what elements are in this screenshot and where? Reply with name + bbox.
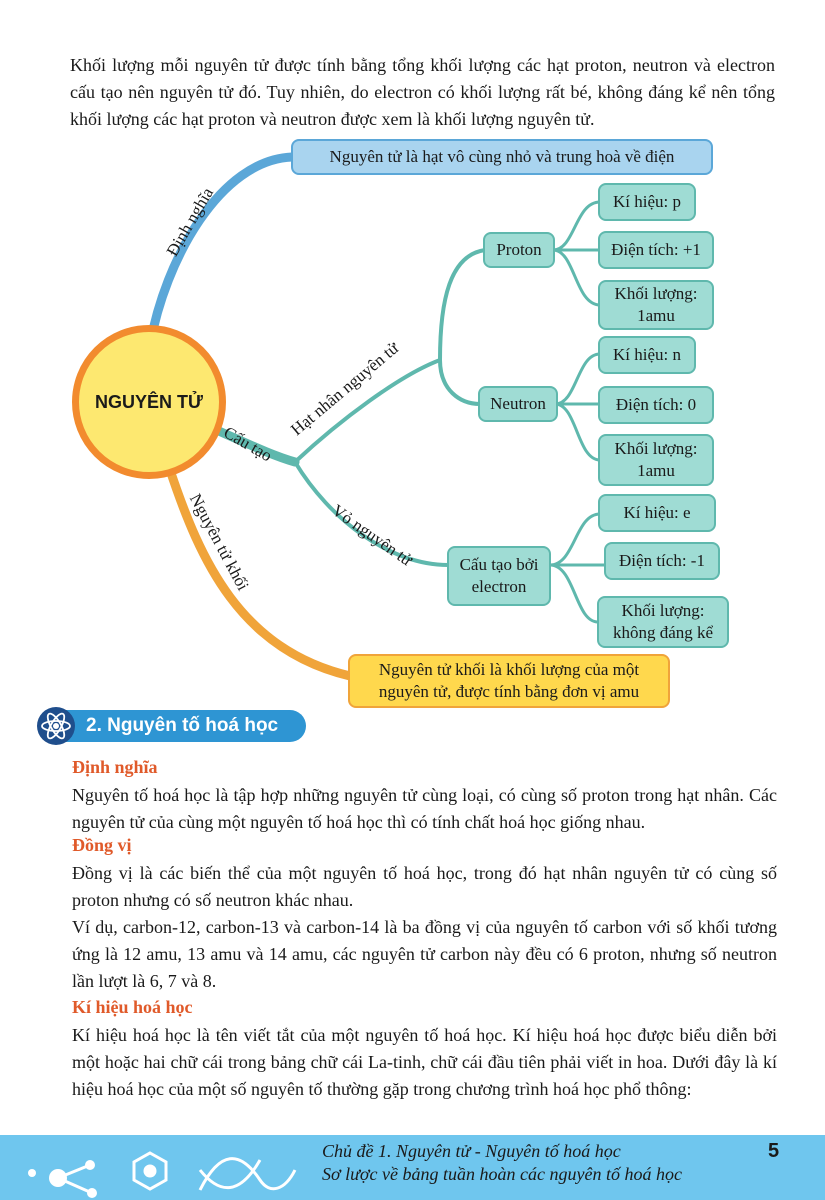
isotope-example-text: Ví dụ, carbon-12, carbon-13 và carbon-14…	[72, 917, 777, 991]
electron-symbol-node: Kí hiệu: e	[598, 494, 716, 532]
neutron-symbol-node: Kí hiệu: n	[598, 336, 696, 374]
neutron-node: Neutron	[478, 386, 558, 422]
intro-paragraph: Khối lượng mỗi nguyên tử được tính bằng …	[70, 55, 775, 129]
definition-node: Nguyên tử là hạt vô cùng nhỏ và trung ho…	[291, 139, 713, 175]
mindmap-connectors	[145, 152, 605, 681]
proton-node: Proton	[483, 232, 555, 268]
neutron-charge-node: Điện tích: 0	[598, 386, 714, 424]
footer-line2: Sơ lược về bảng tuần hoàn các nguyên tố …	[322, 1164, 682, 1184]
symbol-text: Kí hiệu hoá học là tên viết tắt của một …	[72, 1025, 777, 1099]
proton-charge-node: Điện tích: +1	[598, 231, 714, 269]
atom-icon	[37, 707, 75, 745]
molecule-icon	[28, 1160, 97, 1198]
footer-decoration-icons	[28, 1151, 297, 1198]
proton-mass-node: Khối lượng:1amu	[598, 280, 714, 330]
page-number: 5	[768, 1140, 780, 1162]
definition-text: Nguyên tố hoá học là tập hợp những nguyê…	[72, 785, 777, 832]
symbol-heading: Kí hiệu hoá học	[72, 997, 193, 1017]
footer-band	[0, 1135, 825, 1200]
definition-heading: Định nghĩa	[72, 757, 158, 777]
electron-charge-node: Điện tích: -1	[604, 542, 720, 580]
footer-chapter-title: Chủ đề 1. Nguyên tử - Nguyên tố hoá học …	[322, 1140, 682, 1186]
electron-mass-node: Khối lượng:không đáng kể	[597, 596, 729, 648]
isotope-text: Đồng vị là các biến thể của một nguyên t…	[72, 863, 777, 910]
hexagon-network-icon	[132, 1151, 168, 1191]
neutron-mass-node: Khối lượng:1amu	[598, 434, 714, 486]
section-title: 2. Nguyên tố hoá học	[66, 710, 306, 742]
section-heading: 2. Nguyên tố hoá học	[36, 706, 306, 746]
proton-symbol-node: Kí hiệu: p	[598, 183, 696, 221]
footer-line1: Chủ đề 1. Nguyên tử - Nguyên tố hoá học	[322, 1141, 621, 1161]
dna-icon	[198, 1157, 297, 1191]
mindmap-center: NGUYÊN TỬ	[72, 325, 226, 479]
isotope-heading: Đồng vị	[72, 835, 132, 855]
